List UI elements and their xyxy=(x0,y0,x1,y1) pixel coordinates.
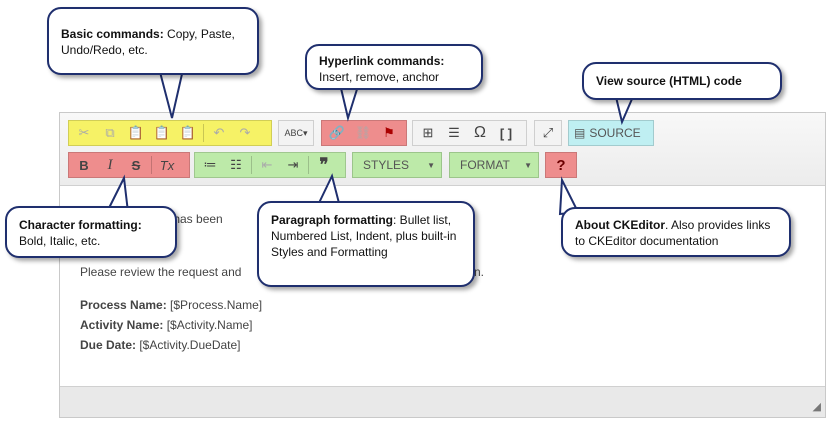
horizontal-rule-icon[interactable]: ☰ xyxy=(448,125,460,140)
callout-title: Basic commands: xyxy=(61,27,164,41)
process-name-label: Process Name: xyxy=(80,298,167,312)
basic-commands-group: ✂ ⧉ 📋 📋 📋 ↶ ↷ xyxy=(68,120,272,146)
styles-dropdown-label: STYLES xyxy=(363,158,410,172)
chevron-down-icon: ▼ xyxy=(524,160,532,170)
paste-word-button[interactable]: 📋 xyxy=(179,125,197,140)
special-char-icon[interactable]: Ω xyxy=(474,124,486,141)
activity-name-line: Activity Name: [$Activity.Name] xyxy=(80,318,253,332)
about-ckeditor-callout: About CKEditor. Also provides links to C… xyxy=(561,207,791,257)
character-formatting-group: B I S Tx xyxy=(68,152,190,178)
indent-icon[interactable]: ⇥ xyxy=(287,157,299,172)
callout-text: : Bullet list, Numbered List, Indent, pl… xyxy=(271,213,457,259)
table-icon[interactable]: ⊞ xyxy=(422,125,434,140)
due-date-label: Due Date: xyxy=(80,338,137,352)
source-callout-pointer xyxy=(614,95,634,126)
content-line-2-end: n. xyxy=(474,265,485,279)
callout-title: Paragraph formatting xyxy=(271,213,394,227)
toolbar-separator xyxy=(251,156,252,174)
source-button-label: SOURCE xyxy=(589,126,641,140)
toolbar-separator xyxy=(203,124,204,142)
remove-format-button[interactable]: Tx xyxy=(159,157,175,173)
paste-button[interactable]: 📋 xyxy=(127,125,145,140)
paragraph-group: ≔ ☷ ⇤ ⇥ ❞ xyxy=(194,152,346,178)
about-group: ? xyxy=(545,152,577,178)
character-formatting-callout: Character formatting: Bold, Italic, etc. xyxy=(5,206,177,258)
styles-dropdown[interactable]: STYLES ▼ xyxy=(352,152,442,178)
show-blocks-icon[interactable]: [ ] xyxy=(499,125,513,141)
unlink-icon[interactable]: ⛓ xyxy=(354,125,372,140)
callout-text: Bold, Italic, etc. xyxy=(19,234,101,248)
due-date-line: Due Date: [$Activity.DueDate] xyxy=(80,338,241,352)
spellcheck-icon[interactable]: ABC▾ xyxy=(284,127,308,138)
insert-group: ⊞ ☰ Ω [ ] xyxy=(412,120,527,146)
callout-text: . Also provides links to CKEditor docume… xyxy=(575,218,771,248)
activity-name-label: Activity Name: xyxy=(80,318,164,332)
basic-commands-callout: Basic commands: Copy, Paste, Undo/Redo, … xyxy=(47,7,259,75)
spellcheck-group: ABC▾ xyxy=(278,120,314,146)
due-date-value: [$Activity.DueDate] xyxy=(136,338,241,352)
copy-button[interactable]: ⧉ xyxy=(105,125,115,140)
italic-button[interactable]: I xyxy=(107,156,113,173)
callout-text: Copy, Paste, Undo/Redo, etc. xyxy=(61,27,235,57)
source-doc-icon: ▤ xyxy=(574,126,586,140)
callout-text: Insert, remove, anchor xyxy=(319,70,440,84)
toolbar-separator xyxy=(308,156,309,174)
anchor-flag-icon[interactable]: ⚑ xyxy=(383,125,395,140)
callout-title: View source (HTML) code xyxy=(596,74,742,88)
numbered-list-icon[interactable]: ≔ xyxy=(203,157,217,172)
maximize-icon[interactable]: ⤢ xyxy=(542,125,554,140)
undo-button[interactable]: ↶ xyxy=(213,125,225,140)
chevron-down-icon: ▼ xyxy=(427,160,435,170)
link-icon[interactable]: 🔗 xyxy=(328,125,346,140)
source-button[interactable]: ▤ SOURCE xyxy=(571,122,644,144)
about-help-button[interactable]: ? xyxy=(556,156,566,174)
paragraph-formatting-callout: Paragraph formatting: Bullet list, Numbe… xyxy=(257,201,475,287)
hyperlink-group: 🔗 ⛓ ⚑ xyxy=(321,120,407,146)
strikethrough-button[interactable]: S xyxy=(131,157,141,173)
activity-name-value: [$Activity.Name] xyxy=(163,318,253,332)
cut-button[interactable]: ✂ xyxy=(78,125,90,140)
format-dropdown-label: FORMAT xyxy=(460,158,510,172)
redo-button[interactable]: ↷ xyxy=(239,125,251,140)
editor-toolbar: ✂ ⧉ 📋 📋 📋 ↶ ↷ ABC▾ 🔗 ⛓ ⚑ ⊞ ☰ Ω [ ] ⤢ xyxy=(60,113,825,186)
maximize-group: ⤢ xyxy=(534,120,562,146)
callout-title: Character formatting: xyxy=(19,218,142,232)
callout-title: About CKEditor xyxy=(575,218,665,232)
format-dropdown[interactable]: FORMAT ▼ xyxy=(449,152,539,178)
hyperlink-commands-callout: Hyperlink commands: Insert, remove, anch… xyxy=(305,44,483,90)
bullet-list-icon[interactable]: ☷ xyxy=(230,157,242,172)
paste-text-button[interactable]: 📋 xyxy=(153,125,171,140)
view-source-callout: View source (HTML) code xyxy=(582,62,782,100)
process-name-value: [$Process.Name] xyxy=(166,298,263,312)
editor-status-bar: ◢ xyxy=(60,386,825,417)
process-name-line: Process Name: [$Process.Name] xyxy=(80,298,262,312)
outdent-icon[interactable]: ⇤ xyxy=(261,157,273,172)
blockquote-icon[interactable]: ❞ xyxy=(319,155,329,174)
toolbar-separator xyxy=(151,156,152,174)
bold-button[interactable]: B xyxy=(79,157,89,173)
source-group: ▤ SOURCE xyxy=(568,120,654,146)
basic-callout-pointer xyxy=(158,70,184,119)
callout-title: Hyperlink commands: xyxy=(319,54,445,68)
content-line-2-start: Please review the request and xyxy=(80,265,242,279)
resize-grip-icon[interactable]: ◢ xyxy=(812,401,821,413)
